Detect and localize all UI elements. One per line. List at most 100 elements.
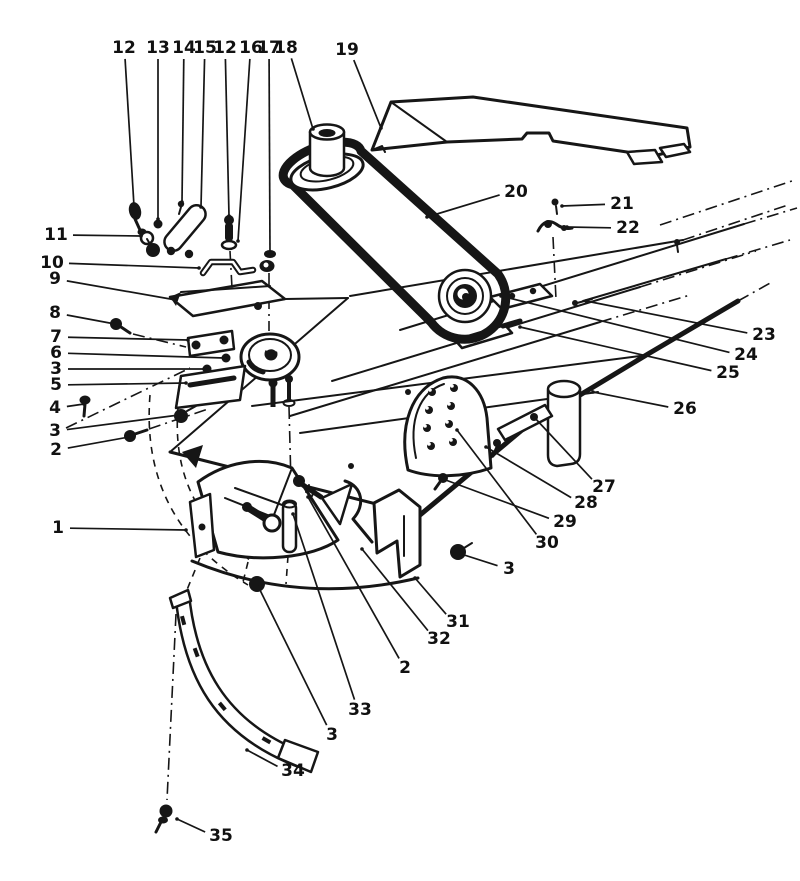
leader-tip [291, 512, 295, 516]
leader-tip [441, 477, 445, 481]
leader-tip [184, 528, 188, 532]
leader-line-12 [224, 58, 230, 217]
callout-26: 26 [591, 390, 697, 419]
callout-6: 6 [50, 343, 226, 363]
leader-line-3 [457, 552, 498, 567]
callout-9: 9 [49, 269, 178, 302]
leader-line-34 [246, 749, 278, 768]
leader-line-12 [124, 58, 135, 207]
leader-tip [306, 495, 310, 499]
callout-4: 4 [49, 398, 86, 418]
curved-band [154, 588, 320, 834]
leader-tip [455, 428, 459, 432]
callout-2: 2 [50, 435, 131, 460]
callout-number: 3 [503, 559, 515, 579]
idler-arm-group [128, 200, 349, 331]
leader-tip [197, 266, 201, 270]
leader-line-32 [361, 548, 429, 632]
callout-number: 7 [50, 327, 62, 347]
callout-14: 14 [172, 38, 196, 204]
callout-1: 1 [52, 518, 188, 538]
callout-35: 35 [175, 817, 233, 846]
callout-27: 27 [532, 415, 616, 497]
leader-line-29 [442, 478, 550, 520]
leader-line-7 [67, 336, 189, 341]
leader-tip [139, 234, 143, 238]
leader-line-22 [566, 226, 612, 229]
callout-number: 3 [50, 359, 62, 379]
callout-12: 12 [112, 38, 136, 208]
callout-number: 14 [172, 38, 196, 58]
callout-number: 4 [49, 398, 61, 418]
leader-line-20 [426, 194, 500, 218]
leader-line-3 [66, 414, 180, 431]
leader-tip [222, 356, 226, 360]
callout-13: 13 [146, 38, 170, 221]
callout-32: 32 [360, 547, 451, 649]
guard-holes [423, 384, 458, 450]
callout-number: 21 [610, 194, 634, 214]
callout-number: 23 [752, 325, 776, 345]
leader-line-11 [72, 234, 142, 237]
callout-number: 2 [399, 658, 411, 678]
leader-tip [311, 127, 315, 131]
callout-number: 1 [52, 518, 64, 538]
callout-5: 5 [50, 375, 188, 395]
callout-3: 3 [49, 413, 181, 441]
leader-line-4 [66, 403, 85, 408]
leader-tip [245, 748, 249, 752]
callout-29: 29 [441, 477, 577, 532]
stack-pulley-24 [437, 268, 493, 324]
leader-tip [484, 445, 488, 449]
callout-number: 9 [49, 269, 61, 289]
callout-19: 19 [335, 40, 383, 130]
leader-line-33 [292, 513, 356, 700]
callout-30: 30 [455, 428, 559, 553]
callout-number: 34 [281, 761, 305, 781]
callout-number: 12 [213, 38, 237, 58]
left-fasteners [79, 318, 209, 442]
leader-tip [175, 817, 179, 821]
callout-3: 3 [50, 359, 206, 379]
callout-number: 3 [326, 725, 338, 745]
callout-number: 6 [50, 343, 62, 363]
leader-tip [236, 239, 240, 243]
leader-tip [177, 413, 181, 417]
callout-number: 35 [209, 826, 233, 846]
callout-33: 33 [291, 512, 372, 720]
callout-11: 11 [44, 225, 143, 245]
frame-tube [546, 379, 582, 468]
leader-tip [456, 551, 460, 555]
callout-28: 28 [484, 445, 598, 513]
leader-line-18 [290, 58, 314, 130]
leader-line-8 [66, 314, 116, 325]
perforated-guard [403, 375, 554, 491]
callout-number: 30 [535, 533, 559, 553]
leader-line-23 [585, 300, 748, 334]
leader-tip [425, 215, 429, 219]
callout-number: 11 [44, 225, 68, 245]
callout-3: 3 [255, 582, 338, 745]
callout-15: 15 [193, 38, 217, 209]
leader-line-19 [353, 59, 382, 129]
leader-tip [186, 338, 190, 342]
leader-tip [113, 322, 117, 326]
leader-line-9 [66, 280, 177, 301]
leader-line-2 [307, 496, 400, 659]
callout-18: 18 [274, 38, 315, 131]
leader-tip [227, 214, 231, 218]
callout-number: 5 [50, 375, 62, 395]
leader-tip [268, 251, 272, 255]
callout-number: 12 [112, 38, 136, 58]
callout-number: 22 [616, 218, 640, 238]
drive-belt [278, 137, 511, 344]
leader-line-10 [68, 262, 200, 269]
leader-tip [584, 299, 588, 303]
leader-line-30 [456, 429, 538, 535]
leader-tip [591, 390, 595, 394]
leader-tip [174, 298, 178, 302]
leader-line-27 [533, 416, 593, 480]
leader-line-28 [485, 446, 572, 499]
